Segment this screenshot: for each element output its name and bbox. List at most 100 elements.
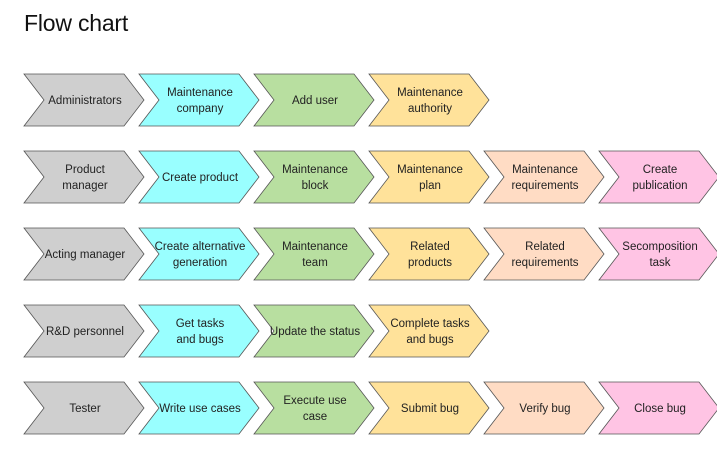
- chevron-label-line: Close bug: [634, 403, 686, 415]
- chevron-label: Write use cases: [159, 403, 241, 415]
- chevron-label: Execute use case: [283, 395, 346, 423]
- chevron-shape: [598, 150, 717, 204]
- chevron-label-line: Acting manager: [45, 249, 126, 261]
- chevron-shape: [368, 381, 490, 435]
- chevron-label: Close bug: [634, 403, 686, 415]
- chevron-shape: [138, 150, 260, 204]
- chevron-step: Tester: [23, 381, 145, 435]
- chevron-shape: [138, 73, 260, 127]
- chevron-label: Create alternative generation: [155, 241, 246, 269]
- chevron-label-line: Submit bug: [401, 403, 459, 415]
- chevron-label: Submit bug: [401, 403, 459, 415]
- chevron-step: Maintenance plan: [368, 150, 490, 204]
- chevron-label: Related requirements: [511, 241, 578, 269]
- chevron-label: Maintenance requirements: [511, 164, 578, 192]
- chevron-label-line: Maintenance: [512, 164, 578, 176]
- chevron-label-line: Complete tasks: [390, 318, 470, 330]
- chevron-label: Add user: [292, 95, 338, 107]
- chevron-label-line: Execute use: [283, 395, 346, 407]
- chevron-label-line: company: [177, 103, 224, 115]
- chevron-label: Maintenance plan: [397, 164, 463, 192]
- chevron-step: Update the status: [253, 304, 375, 358]
- chevron-label: Product manager: [62, 164, 108, 192]
- chevron-step: Write use cases: [138, 381, 260, 435]
- chevron-step: Administrators: [23, 73, 145, 127]
- chevron-shape: [598, 381, 717, 435]
- chevron-label-line: publication: [633, 180, 688, 192]
- chevron-shape: [138, 381, 260, 435]
- chevron-label-line: Related: [525, 241, 565, 253]
- chevron-label-line: requirements: [511, 180, 578, 192]
- chevron-label-line: Create product: [162, 172, 239, 184]
- chevron-label-line: Maintenance: [397, 87, 463, 99]
- chevron-label-line: Write use cases: [159, 403, 241, 415]
- chevron-label-line: Secomposition: [622, 241, 697, 253]
- chevron-label-line: case: [303, 411, 327, 423]
- chevron-step: Create alternative generation: [138, 227, 260, 281]
- chevron-label-line: Maintenance: [282, 241, 348, 253]
- chevron-label-line: requirements: [511, 257, 578, 269]
- chevron-label: Create publication: [633, 164, 688, 192]
- chevron-label-line: and bugs: [176, 334, 224, 346]
- chevron-label-line: Maintenance: [282, 164, 348, 176]
- chevron-label: Administrators: [48, 95, 122, 107]
- chevron-label-line: products: [408, 257, 452, 269]
- chevron-label-line: Maintenance: [397, 164, 463, 176]
- chevron-step: Create publication: [598, 150, 717, 204]
- chevron-step: Execute use case: [253, 381, 375, 435]
- chevron-label-line: Add user: [292, 95, 338, 107]
- chevron-shape: [483, 381, 605, 435]
- chevron-label: Maintenance team: [282, 241, 348, 269]
- chevron-label-line: R&D personnel: [46, 326, 124, 338]
- chevron-label-line: Administrators: [48, 95, 122, 107]
- chevron-label-line: Related: [410, 241, 450, 253]
- chevron-label: Get tasks and bugs: [176, 318, 225, 346]
- chevron-label-line: Get tasks: [176, 318, 225, 330]
- chevron-step: Get tasks and bugs: [138, 304, 260, 358]
- chevron-label-line: manager: [62, 180, 108, 192]
- chevron-label-line: plan: [419, 180, 441, 192]
- page-title: Flow chart: [24, 10, 129, 36]
- chevron-shape: [253, 381, 375, 435]
- chevron-step: Create product: [138, 150, 260, 204]
- chevron-label-line: Create: [643, 164, 678, 176]
- chevron-label-line: Create alternative: [155, 241, 246, 253]
- chevron-label-line: and bugs: [406, 334, 454, 346]
- chevron-label: Complete tasks and bugs: [390, 318, 470, 346]
- chevron-step: Related products: [368, 227, 490, 281]
- chevron-shape: [483, 227, 605, 281]
- chevron-label-line: team: [302, 257, 328, 269]
- chevron-step: Submit bug: [368, 381, 490, 435]
- chevron-label-line: Update the status: [270, 326, 360, 338]
- chevron-label: Tester: [69, 403, 100, 415]
- chevron-label: Verify bug: [519, 403, 570, 415]
- chevron-shape: [368, 304, 490, 358]
- chevron-shape: [253, 150, 375, 204]
- chevron-shape: [253, 304, 375, 358]
- chevron-shape: [23, 304, 145, 358]
- chevron-label-line: Maintenance: [167, 87, 233, 99]
- chevron-label-line: Tester: [69, 403, 100, 415]
- chevron-step: Product manager: [23, 150, 145, 204]
- chevron-label-line: task: [649, 257, 670, 269]
- chevron-shape: [368, 73, 490, 127]
- chevron-shape: [253, 227, 375, 281]
- chevron-label-line: Product: [65, 164, 105, 176]
- chevron-label: Maintenance company: [167, 87, 233, 115]
- chevron-shape: [23, 381, 145, 435]
- chevron-shape: [138, 227, 260, 281]
- chevron-shape: [368, 227, 490, 281]
- chevron-step: Maintenance team: [253, 227, 375, 281]
- chevron-step: Close bug: [598, 381, 717, 435]
- chevron-label: Related products: [408, 241, 452, 269]
- chevron-step: Acting manager: [23, 227, 145, 281]
- chevron-shape: [23, 73, 145, 127]
- chevron-step: Related requirements: [483, 227, 605, 281]
- chevron-label-line: generation: [173, 257, 227, 269]
- chevron-shape: [368, 150, 490, 204]
